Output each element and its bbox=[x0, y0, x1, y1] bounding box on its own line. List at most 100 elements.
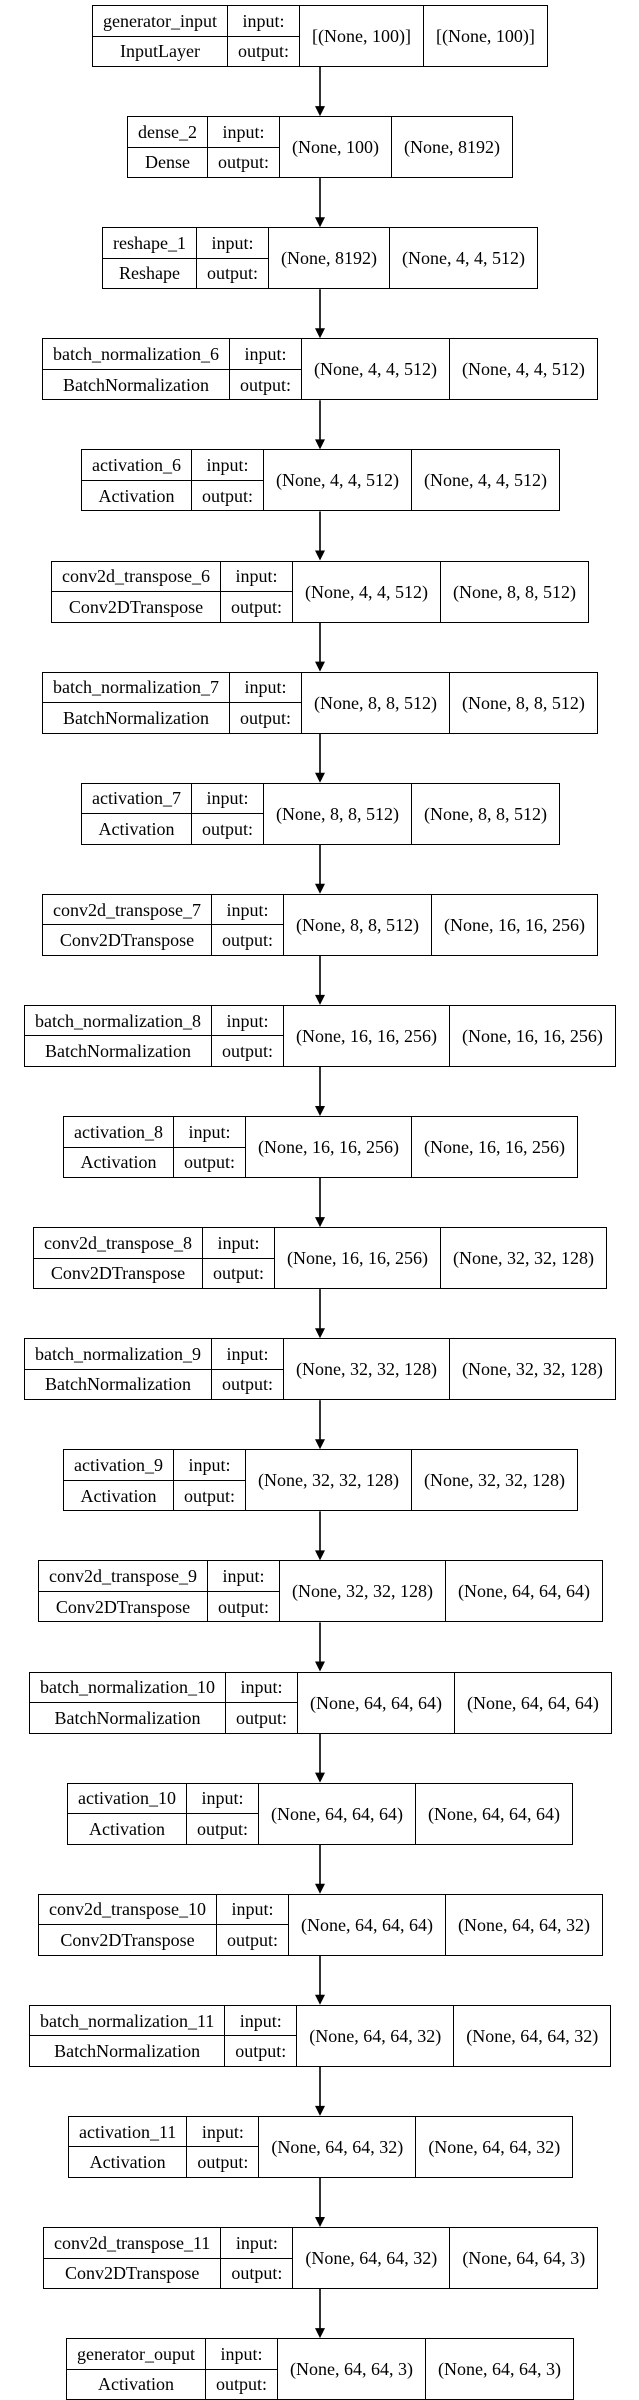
input-shape: (None, 64, 64, 64) bbox=[298, 1672, 455, 1733]
output-shape: (None, 8, 8, 512) bbox=[452, 581, 576, 602]
output-shape: (None, 8192) bbox=[403, 137, 500, 158]
io-label-cell: input: output: bbox=[207, 1561, 280, 1622]
edge-arrowhead bbox=[315, 1328, 325, 1339]
edge-arrowhead bbox=[315, 2217, 325, 2227]
edge-arrowhead bbox=[315, 772, 325, 783]
io-label-cell: input:output: bbox=[221, 2228, 294, 2288]
input-label: input: bbox=[225, 2006, 297, 2037]
input-label: input: bbox=[173, 1117, 245, 1148]
io-label-cell: input:output: bbox=[211, 1339, 284, 1400]
input-shape: (None, 32, 32, 128) bbox=[280, 1561, 446, 1622]
edge-arrowhead bbox=[315, 1550, 325, 1561]
output-label: output: bbox=[231, 2263, 283, 2284]
input-shape: (None, 32, 32, 128) bbox=[284, 1339, 450, 1400]
output-shape: (None, 16, 16, 256) bbox=[423, 1137, 565, 1157]
edge-arrowhead bbox=[315, 1217, 325, 1228]
output-shape: (None, 4, 4, 512) bbox=[401, 248, 525, 269]
input-shape: (None, 16, 16, 256) bbox=[246, 1117, 412, 1177]
input-shape: (None, 100) bbox=[280, 117, 392, 178]
layer-name: batch_normalization_7 bbox=[43, 673, 229, 704]
input-label: input: bbox=[227, 6, 299, 37]
output-label: output: bbox=[239, 374, 291, 395]
io-label-cell: input:output: bbox=[225, 2005, 298, 2066]
output-shape: (None, 64, 64, 3) bbox=[462, 2248, 586, 2268]
input-label: input: bbox=[207, 1561, 279, 1592]
output-label: output: bbox=[183, 1152, 235, 1173]
input-label: input: bbox=[216, 1895, 288, 1926]
input-shape: (None, 16, 16, 256) bbox=[275, 1228, 441, 1289]
edge-arrowhead bbox=[315, 550, 325, 561]
io-label-cell: input:output: bbox=[187, 2116, 260, 2177]
output-label: output: bbox=[221, 930, 273, 951]
edge-arrowhead bbox=[315, 1772, 325, 1783]
layer-type: Activation bbox=[89, 2152, 166, 2173]
output-label: output: bbox=[196, 1818, 248, 1839]
io-label-cell: input:output: bbox=[186, 1783, 259, 1844]
io-label-cell: input:output: bbox=[229, 672, 302, 733]
layer-name: conv2d_transpose_10 bbox=[39, 1895, 216, 1926]
output-shape: (None, 8, 8, 512) bbox=[461, 692, 585, 713]
io-label-cell: input:output: bbox=[173, 1450, 246, 1511]
input-shape: (None, 64, 64, 3) bbox=[278, 2339, 426, 2400]
output-label: output: bbox=[230, 596, 282, 617]
input-shape: (None, 4, 4, 512) bbox=[264, 450, 412, 511]
layer-name: generator_input bbox=[93, 6, 227, 37]
output-shape: (None, 64, 64, 32) bbox=[457, 1914, 590, 1935]
output-label: output: bbox=[201, 818, 253, 839]
layer-type: BatchNormalization bbox=[54, 1707, 201, 1728]
layer-name: activation_11 bbox=[69, 2117, 187, 2148]
output-shape: (None, 64, 64, 64) bbox=[457, 1581, 590, 1602]
output-label: output: bbox=[217, 1596, 269, 1617]
output-label: output: bbox=[221, 1041, 273, 1062]
layer-name: conv2d_transpose_6 bbox=[52, 562, 220, 592]
output-label: output: bbox=[239, 707, 291, 728]
input-shape: (None, 64, 64, 64) bbox=[289, 1894, 446, 1955]
layer-type: BatchNormalization bbox=[45, 1041, 191, 1062]
input-shape: (None, 64, 64, 64) bbox=[259, 1783, 416, 1844]
io-label-cell: input:output: bbox=[191, 450, 264, 511]
edge-arrowhead bbox=[315, 217, 325, 228]
input-shape: (None, 8, 8, 512) bbox=[264, 783, 412, 844]
edge-arrowhead bbox=[315, 661, 325, 672]
layer-name: dense_2 bbox=[128, 117, 207, 148]
io-label-cell: input:output: bbox=[207, 117, 280, 178]
input-shape: (None, 8192) bbox=[269, 228, 390, 289]
edge-arrowhead bbox=[315, 2328, 325, 2339]
layer-type: Activation bbox=[97, 2374, 174, 2395]
io-label-cell: input:output: bbox=[225, 1672, 298, 1733]
output-label: output: bbox=[235, 1707, 287, 1728]
layer-type: Conv2DTranspose bbox=[55, 1596, 191, 1617]
input-label: input: bbox=[220, 562, 292, 592]
layer-type: BatchNormalization bbox=[54, 2041, 201, 2062]
layer-name: conv2d_transpose_11 bbox=[44, 2228, 221, 2259]
layer-name: activation_10 bbox=[68, 1784, 186, 1815]
output-label: output: bbox=[221, 1374, 273, 1395]
layer-type: InputLayer bbox=[120, 41, 200, 62]
layer-name: activation_9 bbox=[64, 1450, 173, 1481]
input-shape: (None, 4, 4, 512) bbox=[293, 561, 441, 622]
edge-arrowhead bbox=[315, 1883, 325, 1894]
